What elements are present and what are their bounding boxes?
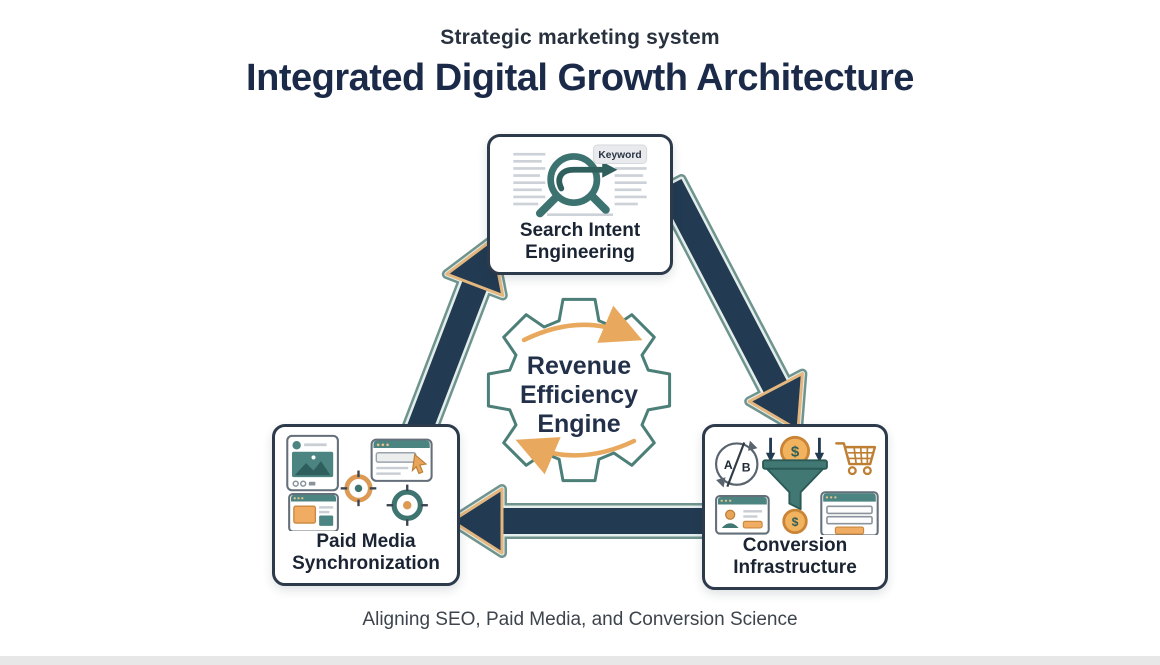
header: Strategic marketing system Integrated Di… bbox=[0, 26, 1160, 100]
ab-right-label: B bbox=[742, 461, 751, 475]
profile-card-icon bbox=[715, 494, 770, 535]
flow-arrow-left-icon bbox=[447, 484, 715, 558]
node-search-intent: Keyword Search Intent Engineering bbox=[487, 134, 673, 275]
keyword-badge: Keyword bbox=[592, 144, 648, 165]
page-title: Integrated Digital Growth Architecture bbox=[246, 57, 914, 99]
node-conversion: A B $ $ bbox=[702, 424, 888, 590]
social-post-icon bbox=[286, 434, 339, 492]
search-magnifier-arrow-icon: Keyword bbox=[513, 144, 648, 218]
node-paid-media-label: Paid Media Synchronization bbox=[292, 531, 440, 574]
bottom-strip bbox=[0, 656, 1160, 665]
browser-click-icon bbox=[370, 438, 433, 482]
coin-top-symbol: $ bbox=[791, 444, 800, 461]
conversion-icons: A B $ $ bbox=[714, 435, 879, 536]
coin-bottom-symbol: $ bbox=[792, 515, 799, 529]
header-eyebrow: Strategic marketing system bbox=[440, 26, 720, 49]
footer-caption: Aligning SEO, Paid Media, and Conversion… bbox=[362, 609, 798, 630]
ab-test-icon: A B bbox=[714, 440, 759, 488]
crosshair-teal-icon bbox=[386, 484, 428, 526]
node-conversion-label: Conversion Infrastructure bbox=[733, 535, 857, 578]
keyword-badge-label: Keyword bbox=[598, 150, 641, 161]
ab-left-label: A bbox=[724, 458, 733, 472]
flow-arrow-down-icon bbox=[653, 174, 808, 435]
shopping-cart-icon bbox=[835, 442, 877, 476]
node-paid-media: Paid Media Synchronization bbox=[272, 424, 460, 586]
crosshair-orange-icon bbox=[340, 470, 377, 507]
cycle-arrow-bottom-icon bbox=[515, 437, 637, 475]
paid-media-icons bbox=[286, 434, 433, 532]
form-card-icon bbox=[820, 491, 879, 536]
funnel-coins-icon: $ $ bbox=[762, 435, 828, 535]
cycle-arrow-top-icon bbox=[521, 305, 643, 343]
gear-icon bbox=[486, 297, 672, 483]
node-search-intent-label: Search Intent Engineering bbox=[519, 220, 641, 263]
engine-label: Revenue Efficiency Engine bbox=[519, 352, 639, 438]
browser-ad-icon bbox=[288, 492, 339, 532]
